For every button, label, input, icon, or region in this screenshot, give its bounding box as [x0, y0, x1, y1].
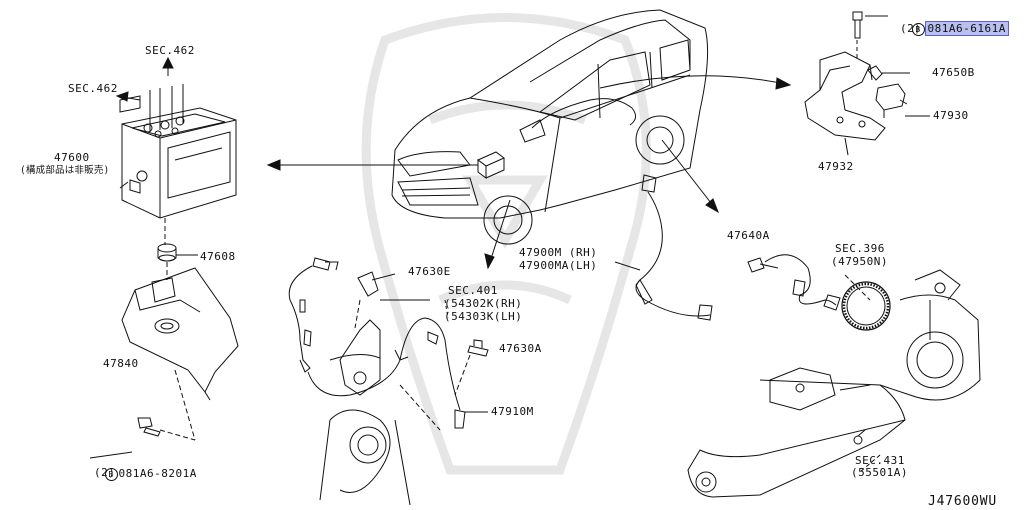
vehicle-illustration	[391, 9, 709, 245]
sec431-line1: (55501A)	[851, 466, 908, 479]
part-47900M-line2: 47900MA(LH)	[519, 259, 598, 272]
part-47932-label: 47932	[818, 160, 854, 173]
part-081A6-8201A-qty: (2)	[94, 466, 116, 479]
sensor-bracket-assembly-illustration	[804, 11, 930, 156]
rear-sensor-illustration	[614, 174, 713, 321]
bolt-b-marker: B	[911, 23, 925, 36]
part-47630E-label: 47630E	[408, 265, 451, 278]
watermark-emblem	[361, 13, 651, 475]
sec462-left-label: SEC.462	[68, 82, 118, 95]
sec401-title: SEC.401	[448, 284, 498, 297]
sec401-line1: (54302K(RH)	[444, 297, 523, 310]
rear-knuckle-illustration	[687, 254, 981, 498]
part-47630A-label: 47630A	[499, 342, 542, 355]
diagram-code: J47600WU	[928, 494, 998, 509]
sec396-title: SEC.396	[835, 242, 885, 255]
part-47608-label: 47608	[200, 250, 236, 263]
part-47600-label: 47600	[54, 151, 90, 164]
abs-actuator-illustration	[119, 84, 237, 245]
sec431-title: SEC.431	[855, 454, 905, 467]
grommet-illustration	[157, 243, 198, 280]
front-sensor-illustration	[288, 257, 489, 506]
part-47650B-label: 47650B	[932, 66, 975, 79]
part-47930-label: 47930	[933, 109, 969, 122]
bolt-b-marker: B	[104, 468, 118, 481]
sec401-line2: (54303K(LH)	[444, 310, 523, 323]
part-47910M-label: 47910M	[491, 405, 534, 418]
part-47840-label: 47840	[103, 357, 139, 370]
sec462-top-label: SEC.462	[145, 44, 195, 57]
part-081A6-6161A-number[interactable]: 081A6-6161A	[924, 21, 1009, 36]
part-47900M-line1: 47900M (RH)	[519, 246, 598, 259]
part-081A6-6161A-qty: (2)	[900, 22, 922, 35]
part-47640A-label: 47640A	[727, 229, 770, 242]
bracket-47840-illustration	[121, 267, 239, 441]
pointer-arrows	[115, 56, 792, 270]
bolt-left-illustration	[89, 417, 161, 459]
part-47600-note: (構成部品は非販売)	[20, 165, 110, 176]
part-081A6-8201A-number: 081A6-8201A	[118, 467, 197, 480]
sec396-line1: (47950N)	[831, 255, 888, 268]
